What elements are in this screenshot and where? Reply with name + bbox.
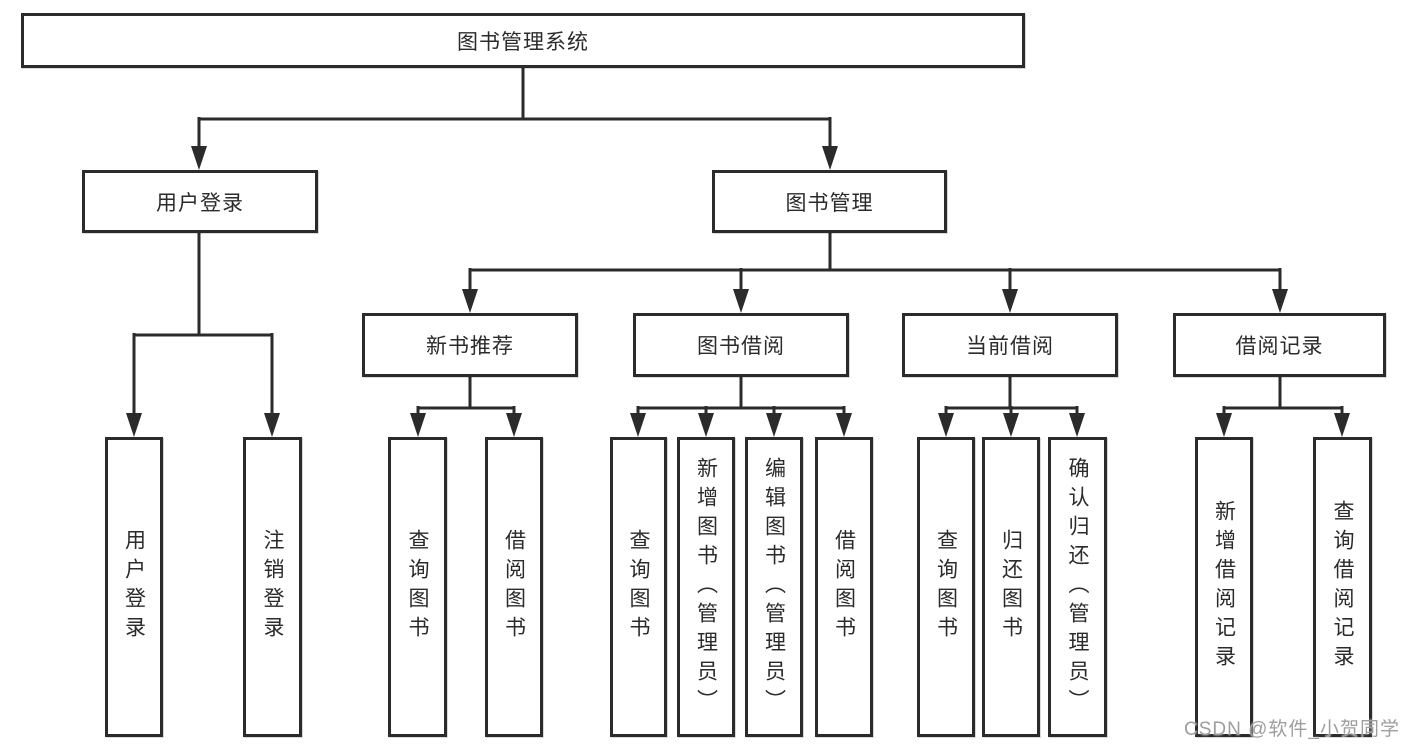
node-user-login: 用户登录 (82, 170, 318, 233)
leaf-query-books-3-label: 查询图书 (934, 529, 958, 645)
connector-book-mgmt-branch (468, 233, 1282, 289)
leaf-query-books-3: 查询图书 (917, 437, 975, 737)
leaf-confirm-return-admin: 确认归还（管理员） (1048, 437, 1107, 737)
leaf-query-books-2-label: 查询图书 (627, 529, 650, 645)
leaf-borrow-books-1: 借阅图书 (485, 437, 543, 737)
leaf-add-borrow-record-label: 新增借阅记录 (1212, 500, 1236, 674)
connector-book-borrow-branch (636, 377, 846, 414)
node-current-borrow: 当前借阅 (902, 313, 1118, 377)
connector-user-login-branch (132, 233, 274, 413)
connector-new-book-branch (416, 377, 516, 414)
node-borrow-records-label: 借阅记录 (1235, 335, 1324, 358)
leaf-edit-books-admin: 编辑图书（管理员） (745, 437, 803, 737)
leaf-query-books-1: 查询图书 (388, 437, 447, 737)
leaf-logout: 注销登录 (243, 437, 302, 737)
leaf-query-books-2: 查询图书 (610, 437, 667, 737)
node-borrow-records: 借阅记录 (1173, 313, 1386, 377)
leaf-add-borrow-record: 新增借阅记录 (1195, 437, 1253, 737)
leaf-query-books-1-label: 查询图书 (406, 529, 429, 645)
arrowheads (126, 146, 1350, 437)
node-book-borrow: 图书借阅 (633, 313, 849, 377)
node-new-book-recommend: 新书推荐 (362, 313, 578, 377)
leaf-user-login-label: 用户登录 (122, 529, 146, 645)
connector-borrow-records-branch (1222, 377, 1344, 414)
leaf-add-books-admin-label: 新增图书（管理员） (694, 456, 718, 718)
node-new-book-recommend-label: 新书推荐 (426, 335, 514, 358)
leaf-return-books-label: 归还图书 (999, 529, 1023, 645)
node-book-management: 图书管理 (712, 170, 947, 233)
node-user-login-label: 用户登录 (156, 191, 244, 215)
leaf-query-borrow-record: 查询借阅记录 (1313, 437, 1372, 737)
connector-current-borrow-branch (944, 377, 1079, 414)
leaf-borrow-books-2-label: 借阅图书 (832, 529, 856, 645)
leaf-borrow-books-2: 借阅图书 (815, 437, 873, 737)
leaf-query-borrow-record-label: 查询借阅记录 (1331, 500, 1354, 674)
node-root-label: 图书管理系统 (457, 30, 589, 54)
connector-root-to-level2 (197, 68, 832, 146)
node-book-borrow-label: 图书借阅 (697, 335, 785, 358)
node-root-system: 图书管理系统 (21, 13, 1025, 68)
leaf-logout-label: 注销登录 (261, 529, 284, 645)
node-book-management-label: 图书管理 (785, 191, 874, 215)
csdn-watermark: CSDN @软件_小贺同学 (1184, 719, 1400, 740)
leaf-edit-books-admin-label: 编辑图书（管理员） (762, 456, 786, 718)
leaf-add-books-admin: 新增图书（管理员） (677, 437, 735, 737)
node-current-borrow-label: 当前借阅 (966, 335, 1054, 358)
leaf-confirm-return-admin-label: 确认归还（管理员） (1066, 456, 1089, 718)
leaf-return-books: 归还图书 (982, 437, 1040, 737)
leaf-user-login: 用户登录 (105, 437, 163, 737)
leaf-borrow-books-1-label: 借阅图书 (502, 529, 526, 645)
